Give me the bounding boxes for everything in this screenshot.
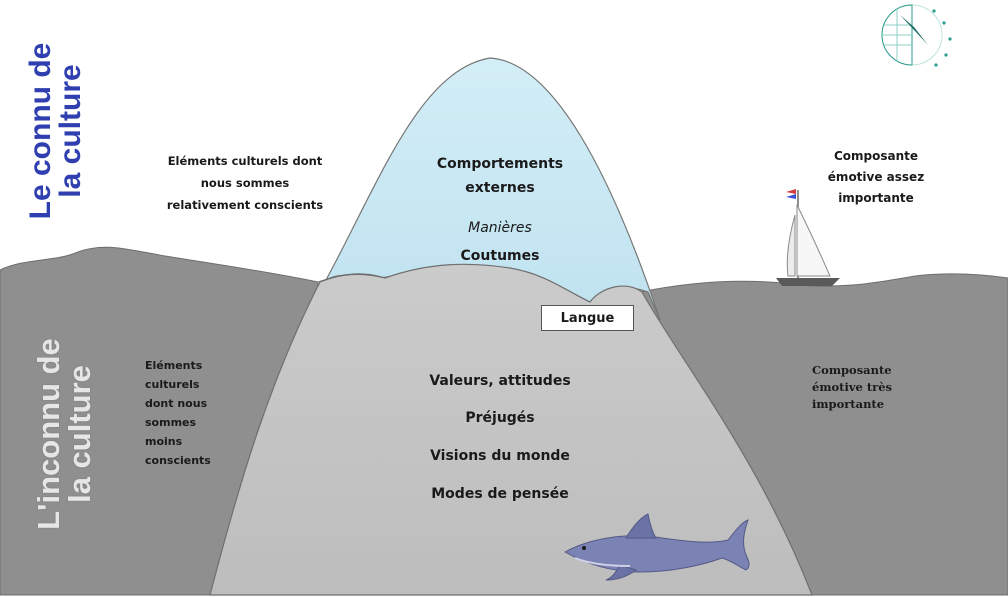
- waterline: [317, 274, 386, 283]
- iceberg-deep-item: Visions du monde: [430, 448, 570, 464]
- known-elements-label: Eléments culturels dont nous sommes rela…: [166, 154, 324, 212]
- language-box: Langue: [541, 305, 634, 331]
- compass-logo-icon: [881, 4, 952, 67]
- iceberg-body: [209, 263, 813, 596]
- known-culture-title: Le connu de la culture: [24, 42, 87, 220]
- known-emotive-label: Composante émotive assez importante: [827, 149, 925, 205]
- iceberg-deep-item: Modes de pensée: [431, 486, 569, 502]
- iceberg-tip-item: externes: [465, 180, 535, 196]
- iceberg-tip-item: Manières: [468, 220, 532, 236]
- shark-icon: [563, 513, 750, 581]
- iceberg-tip-item: Coutumes: [460, 248, 540, 264]
- unknown-emotive-label: Composante émotive très importante: [812, 363, 893, 411]
- iceberg-tip-item: Comportements: [436, 156, 564, 172]
- sailboat-icon: [776, 189, 840, 286]
- iceberg-deep-item: Valeurs, attitudes: [429, 373, 571, 389]
- unknown-culture-title: L'inconnu de la culture: [31, 338, 97, 530]
- unknown-elements-label: Eléments culturels dont nous sommes moin…: [145, 359, 211, 467]
- sea-right: [639, 273, 1008, 596]
- iceberg-deep-item: Préjugés: [465, 410, 535, 426]
